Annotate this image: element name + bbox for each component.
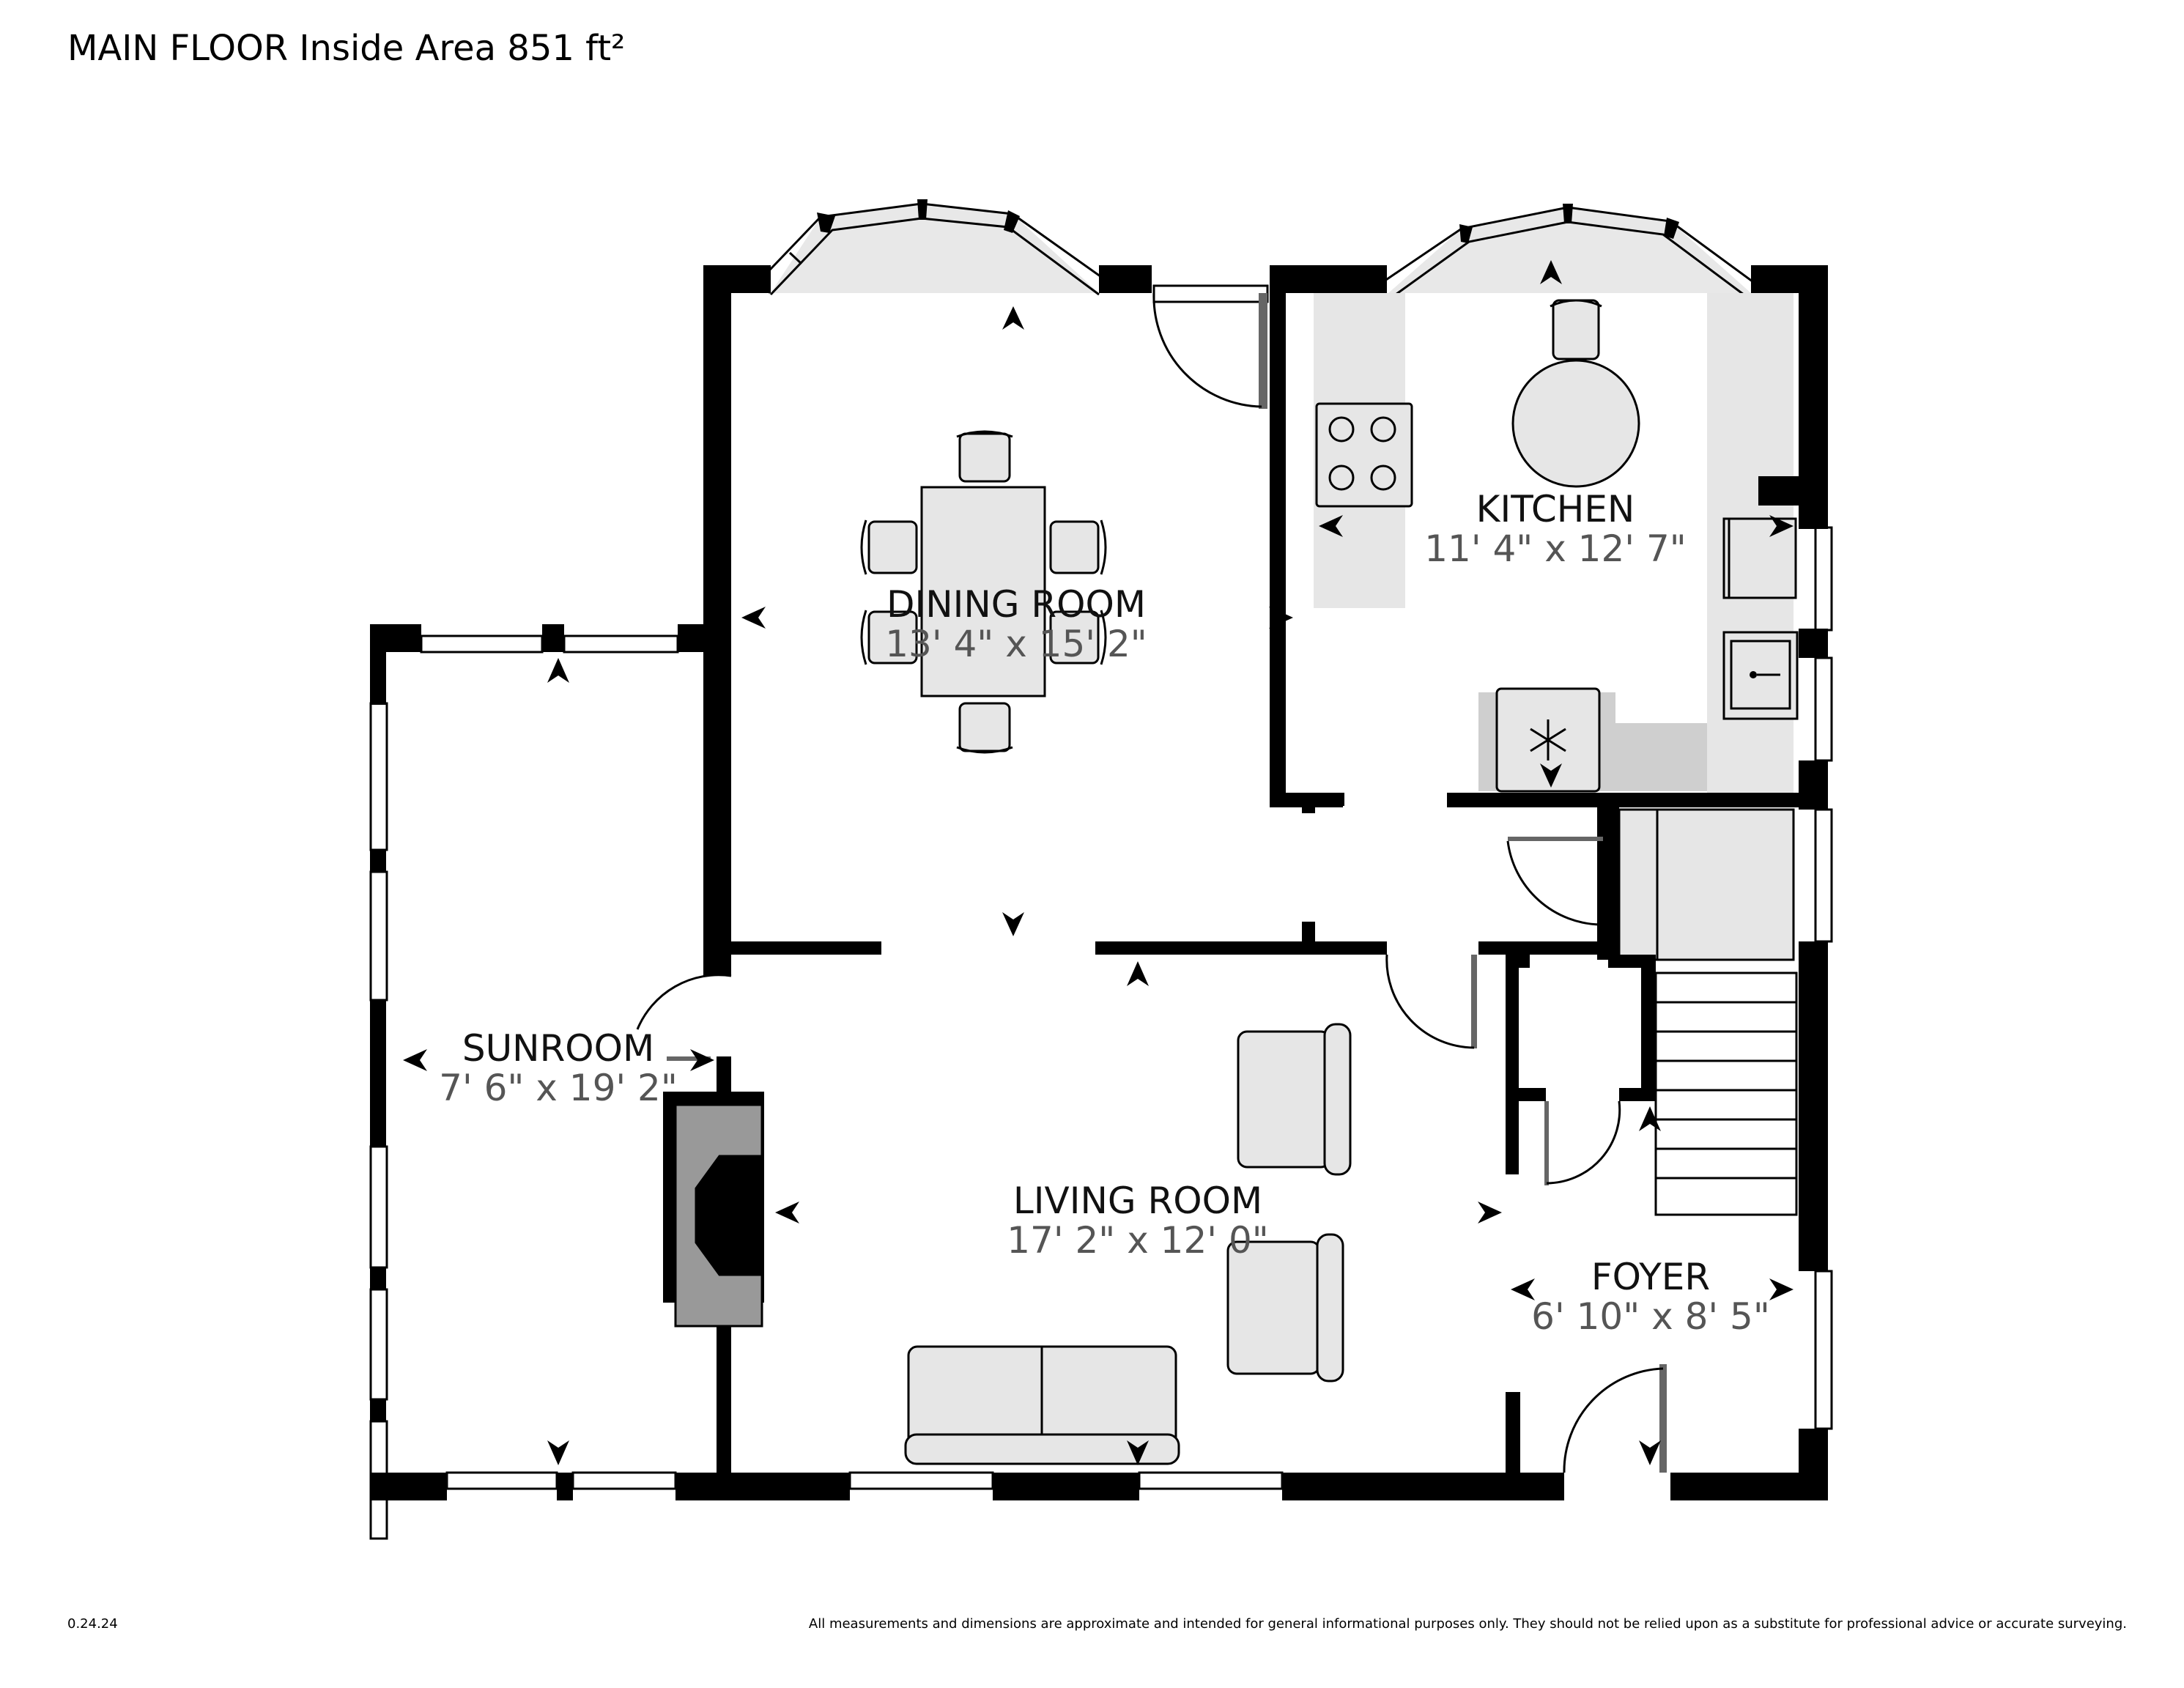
living-room-dims: 17' 2" x 12' 0" [1007,1219,1269,1262]
utility-room [1619,810,1794,960]
bay-mullions [752,199,1679,295]
armchair-icon [1237,1023,1352,1176]
door-dining[interactable] [1152,292,1267,409]
kitchen-bay-area [1388,207,1751,293]
sink-icon [1722,631,1799,720]
measurement-arrows [403,260,1794,1465]
walls [370,265,1828,1500]
page-title: MAIN FLOOR Inside Area 851 ft² [67,28,626,69]
door-living[interactable] [1385,954,1477,1049]
version-label: 0.24.24 [67,1616,118,1632]
refrigerator-icon [1495,687,1601,793]
foyer-name: FOYER [1591,1256,1710,1298]
kitchen-dims: 11' 4" x 12' 7" [1424,528,1687,570]
armchair-icon [1226,1233,1344,1382]
kitchen-counter-bottom-light [1615,692,1707,723]
front-door[interactable] [1563,1364,1667,1473]
foyer-dims: 6' 10" x 8' 5" [1531,1295,1770,1338]
kitchen-name: KITCHEN [1476,488,1635,530]
dishwasher-icon [1722,517,1797,599]
living-room-name: LIVING ROOM [1013,1180,1262,1222]
door-utility[interactable] [1506,837,1603,926]
dining-room-dims: 13' 4" x 15' 2" [885,623,1147,665]
door-sunroom[interactable] [636,974,732,1061]
disclaimer-text: All measurements and dimensions are appr… [808,1616,2127,1632]
dining-room-name: DINING ROOM [886,583,1146,626]
sofa-icon [904,1345,1180,1465]
staircase-icon [1654,971,1798,1216]
sunroom-name: SUNROOM [462,1027,654,1070]
dining-bay-area [771,204,1099,293]
round-table-icon [1511,299,1640,488]
door-closet[interactable] [1544,1100,1621,1185]
sunroom-dims: 7' 6" x 19' 2" [439,1067,678,1109]
fireplace-icon [663,1092,764,1328]
stove-icon [1315,402,1413,508]
dining-table-icon [860,430,1107,754]
